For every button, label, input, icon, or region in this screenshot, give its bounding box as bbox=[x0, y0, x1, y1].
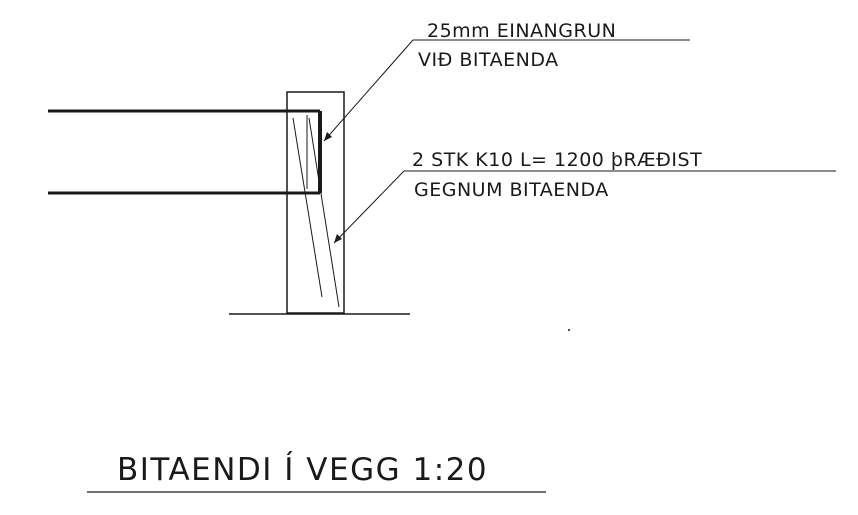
wall-section bbox=[286, 91, 345, 314]
rebar-label-line2: GEGNUM BITAENDA bbox=[414, 179, 609, 201]
insulation-label-line2: VIÐ BITAENDA bbox=[418, 49, 559, 71]
rebar-1 bbox=[292, 117, 323, 298]
drawing-title: BITAENDI Í VEGG 1:20 bbox=[117, 452, 488, 488]
rebar-label-line1: 2 STK K10 L= 1200 þRÆÐIST bbox=[412, 149, 702, 171]
insulation-leader-line bbox=[323, 39, 414, 142]
insulation-label-line1: 25mm EINANGRUN bbox=[427, 20, 616, 42]
rebar-leader-line bbox=[333, 170, 405, 244]
rebar-2 bbox=[308, 117, 340, 308]
stray-dot bbox=[568, 329, 570, 331]
rebar-leader-arrow bbox=[334, 234, 342, 243]
insulation-leader-arrow bbox=[324, 132, 332, 141]
